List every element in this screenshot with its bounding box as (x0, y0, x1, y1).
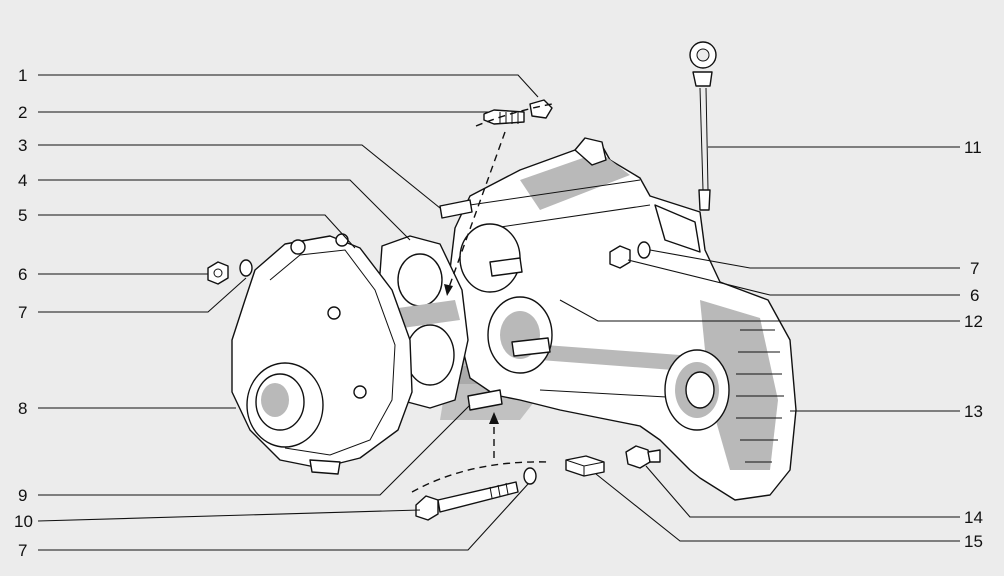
callout-7-bottom: 7 (18, 541, 27, 560)
nut-and-washer-right (609, 241, 651, 269)
assembly-guide-lines (411, 103, 553, 493)
callout-6: 6 (18, 265, 27, 284)
leader-lines (37, 74, 960, 551)
callout-1: 1 (18, 66, 27, 85)
magnet-block (565, 455, 605, 477)
nut-and-washer-left (207, 259, 253, 285)
callout-5: 5 (18, 206, 27, 225)
callout-labels-left: 1 2 3 4 5 6 7 8 9 10 7 (14, 66, 33, 560)
callout-14: 14 (964, 508, 983, 527)
callout-9: 9 (18, 486, 27, 505)
callout-2: 2 (18, 103, 27, 122)
drain-plug (625, 445, 661, 469)
callout-11: 11 (964, 138, 982, 157)
callout-15: 15 (964, 532, 983, 551)
transfer-case-housing (449, 137, 797, 501)
callout-4: 4 (18, 171, 27, 190)
callout-labels-right: 11 7 6 12 13 14 15 (964, 138, 983, 551)
callout-12: 12 (964, 312, 983, 331)
callout-7: 7 (18, 303, 27, 322)
callout-8: 8 (18, 399, 27, 418)
housing-studs (439, 199, 551, 411)
dipstick (689, 41, 717, 211)
callout-13: 13 (964, 402, 983, 421)
bolt-and-washer-bottom (415, 467, 537, 521)
callout-7-right: 7 (970, 259, 979, 278)
front-cover (231, 233, 413, 475)
screw-and-clip (483, 99, 553, 125)
callout-6-right: 6 (970, 286, 979, 305)
callout-10: 10 (14, 512, 33, 531)
callout-3: 3 (18, 136, 27, 155)
